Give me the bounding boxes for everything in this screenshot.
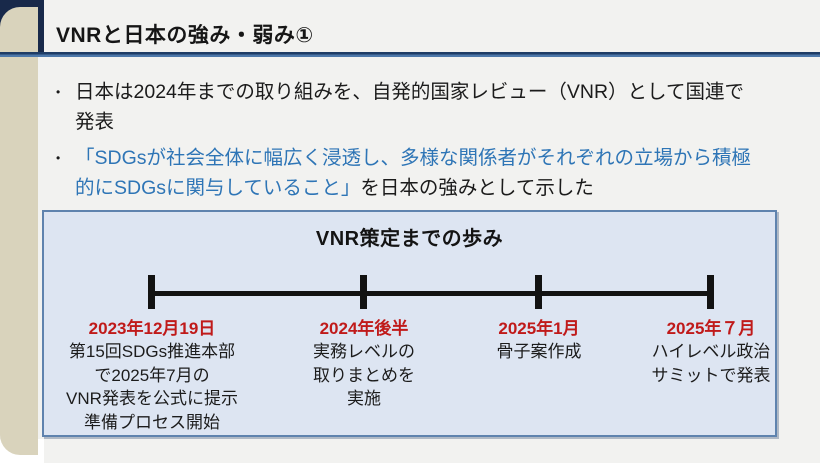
milestone-1-line: 準備プロセス開始: [84, 412, 220, 432]
milestone-2: 2024年後半 実務レベルの 取りまとめを 実施: [274, 317, 454, 411]
bullet-2-highlight-line-2: 的にSDGsに関与していること」: [75, 177, 361, 199]
milestone-3-line: 骨子案作成: [496, 342, 582, 361]
timeline-title: VNR策定までの歩み: [315, 228, 504, 250]
bullet-item-2: • 「SDGsが社会全体に幅広く浸透し、多様な関係者がそれぞれの立場から積極 的…: [56, 143, 808, 203]
milestone-2-line: 実施: [347, 389, 381, 408]
milestone-3-date: 2025年1月: [498, 319, 580, 338]
bullet-dot: •: [56, 85, 61, 99]
milestone-4: 2025年７月 ハイレベル政治 サミットで発表: [616, 317, 806, 387]
milestone-2-line: 実務レベルの: [313, 342, 415, 361]
bullet-dot: •: [56, 151, 61, 165]
timeline-tick-4: [707, 275, 714, 309]
bullet-text-1: 日本は2024年までの取り組みを、自発的国家レビュー（VNR）として国連で 発表: [75, 77, 744, 137]
bullet-text-2: 「SDGsが社会全体に幅広く浸透し、多様な関係者がそれぞれの立場から積極 的にS…: [75, 143, 751, 203]
timeline-tick-3: [535, 275, 542, 309]
milestone-3: 2025年1月 骨子案作成: [449, 317, 629, 364]
milestone-2-line: 取りまとめを: [313, 365, 415, 385]
bullet-item-1: • 日本は2024年までの取り組みを、自発的国家レビュー（VNR）として国連で …: [56, 77, 808, 137]
milestone-1-line: で2025年7月の: [94, 365, 210, 385]
milestone-1-date: 2023年12月19日: [88, 319, 216, 338]
milestone-1-line: 第15回SDGs推進本部: [68, 342, 236, 361]
milestone-4-line: サミットで発表: [651, 365, 771, 385]
timeline-tick-2: [360, 275, 367, 309]
milestone-4-line: ハイレベル政治: [651, 342, 771, 361]
timeline-box: VNR策定までの歩み 2023年12月19日 第15回SDGs推進本部 で202…: [42, 210, 777, 437]
page-title: VNRと日本の強み・弱み①: [56, 24, 314, 47]
timeline-tick-1: [148, 275, 155, 309]
milestone-1: 2023年12月19日 第15回SDGs推進本部 で2025年7月の VNR発表…: [36, 317, 268, 434]
title-divider-rule: [0, 52, 820, 57]
timeline-axis: [150, 291, 711, 296]
side-accent-band: [0, 7, 38, 455]
bullet-list: • 日本は2024年までの取り組みを、自発的国家レビュー（VNR）として国連で …: [56, 77, 808, 209]
milestone-4-date: 2025年７月: [666, 319, 756, 338]
bullet-1-line-1: 日本は2024年までの取り組みを、自発的国家レビュー（VNR）として国連で: [75, 81, 744, 103]
bullet-1-line-2: 発表: [75, 111, 115, 133]
bullet-2-highlight-line-1: 「SDGsが社会全体に幅広く浸透し、多様な関係者がそれぞれの立場から積極: [75, 147, 752, 169]
milestone-1-line: VNR発表を公式に提示: [66, 389, 238, 408]
milestone-2-date: 2024年後半: [319, 319, 409, 338]
bullet-2-rest: を日本の強みとして示した: [360, 177, 594, 199]
